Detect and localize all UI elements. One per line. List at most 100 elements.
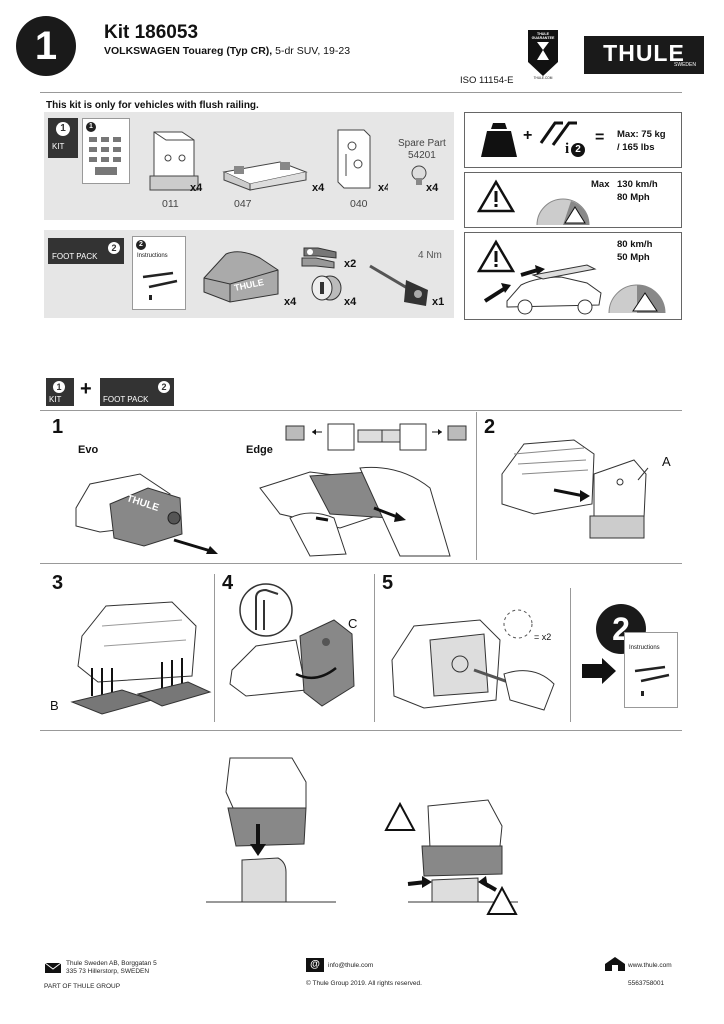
- weight-icon: [481, 123, 517, 157]
- roof-bars-icon: [539, 121, 577, 146]
- header-divider: [40, 92, 682, 93]
- kit-doc-number: 1: [86, 122, 96, 132]
- step-divider-4-5: [374, 574, 375, 722]
- spare-part-label: Spare Part: [398, 138, 446, 149]
- kit-instruction-doc: 1: [82, 118, 130, 184]
- speedometer-icon: [536, 198, 590, 226]
- next-instruction-doc: Instructions: [624, 632, 678, 708]
- foot-placement-illustration: [206, 757, 336, 903]
- max-load-kg: Max: 75 kg: [617, 129, 666, 140]
- kit-title: Kit 186053: [104, 22, 199, 43]
- next-arrow-icon: [582, 658, 616, 684]
- footpack-doc-number: 2: [136, 240, 146, 250]
- kit-contents-panel: 1 KIT 1 x4 011 x4 047 x4 040: [44, 112, 454, 220]
- step-2-part-a-label: A: [662, 454, 671, 469]
- step-5-repeat: = x2: [534, 632, 552, 642]
- loaded-speed-panel: 80 km/h 50 Mph: [464, 232, 682, 320]
- step-2-number: 2: [484, 416, 496, 438]
- copyright: © Thule Group 2019. All rights reserved.: [306, 980, 422, 987]
- key-qty: x2: [344, 258, 357, 270]
- combo-plus: +: [80, 378, 92, 400]
- torque-value: 4 Nm: [418, 250, 442, 261]
- step-5-number: 5: [382, 572, 394, 594]
- steps-divider-top: [40, 410, 682, 411]
- vehicle-line: VOLKSWAGEN Touareg (Typ CR), 5-dr SUV, 1…: [104, 45, 350, 57]
- spare-part-screw-icon: [411, 165, 427, 185]
- key-icon: [301, 247, 337, 269]
- step-3-number: 3: [52, 572, 64, 594]
- part-047-qty: x4: [312, 182, 325, 194]
- part-011-bracket-icon: [149, 131, 199, 191]
- brand-country: SWEDEN: [674, 62, 696, 68]
- iso-standard: ISO 11154-E: [460, 75, 514, 86]
- info-icon: i: [565, 141, 570, 157]
- step-3-part-b-label: B: [50, 698, 59, 713]
- speed-mph: 80 Mph: [617, 192, 650, 203]
- combo-kit-tag: 1 KIT: [46, 378, 74, 406]
- part-011-code: 011: [162, 198, 179, 210]
- step-4-number: 4: [222, 572, 234, 594]
- combo-footpack-tag: 2 FOOT PACK: [100, 378, 174, 406]
- spare-part-qty: x4: [426, 182, 439, 194]
- step-4-illustration: [229, 583, 355, 707]
- warning-icon: [477, 239, 515, 273]
- footpack-contents-panel: 2 FOOT PACK 2 Instructions THULE x4 x2 x…: [44, 230, 454, 318]
- step-1-edge-label: Edge: [246, 444, 273, 456]
- next-doc-label: Instructions: [629, 645, 660, 651]
- combo-footpack-label: FOOT PACK: [103, 395, 149, 404]
- footpack-tag-label: FOOT PACK: [52, 252, 98, 261]
- footpack-foot-icon: [203, 251, 279, 303]
- foot-alignment-illustration: [384, 799, 518, 915]
- part-011-qty: x4: [190, 182, 203, 194]
- warning-icon: [477, 179, 515, 213]
- document-number: 5563758001: [628, 980, 665, 987]
- equals-sign: =: [595, 129, 605, 146]
- spare-part-number: 54201: [408, 150, 436, 161]
- tool-qty: x1: [432, 296, 445, 308]
- step-3-illustration: [70, 601, 212, 715]
- steps-divider-bottom: [40, 730, 682, 731]
- guarantee-text: THULE GUARANTEE: [531, 32, 555, 40]
- kit-tag-label: KIT: [52, 142, 65, 151]
- spare-part-panel: Spare Part 54201 x4: [388, 112, 454, 220]
- footpack-doc-label: Instructions: [137, 253, 168, 259]
- step-1-edge-detail: [285, 423, 467, 451]
- contact-email[interactable]: info@thule.com: [328, 962, 374, 969]
- company-address: 335 73 Hillerstorp, SWEDEN: [66, 968, 150, 975]
- at-icon: @: [306, 958, 324, 972]
- vehicle-detail: 5-dr SUV, 19-23: [275, 45, 351, 57]
- mail-icon: [44, 962, 62, 973]
- steps-divider-middle: [40, 563, 682, 564]
- kit-tag-number: 1: [56, 122, 70, 136]
- website[interactable]: www.thule.com: [628, 962, 672, 969]
- step-1-evo-label: Evo: [78, 444, 99, 456]
- lock-cylinder-icon: [311, 275, 342, 301]
- step-number-badge: 1: [16, 16, 76, 76]
- guarantee-badge: THULE GUARANTEE THULE.COM: [526, 28, 560, 80]
- part-047-pad-icon: [222, 161, 308, 191]
- part-040-plate-icon: [337, 129, 371, 189]
- speed-kmh: 130 km/h: [617, 179, 658, 190]
- loaded-speed-mph: 50 Mph: [617, 252, 650, 263]
- max-load-lbs: / 165 lbs: [617, 142, 655, 153]
- part-047-code: 047: [234, 198, 252, 210]
- footpack-foot-qty: x4: [284, 296, 297, 308]
- step-2-illustration: [501, 439, 649, 539]
- combo-kit-label: KIT: [49, 395, 62, 404]
- step-1-number: 1: [52, 416, 64, 438]
- loaded-speed-kmh: 80 km/h: [617, 239, 653, 250]
- plus-sign: +: [523, 127, 533, 144]
- torque-tool-icon: [369, 264, 428, 306]
- part-040-code: 040: [350, 198, 368, 210]
- step-divider-5-next: [570, 588, 571, 722]
- thule-logo: THULE SWEDEN: [584, 36, 704, 74]
- step-divider-1-2: [476, 412, 477, 560]
- footpack-tag: 2 FOOT PACK: [48, 238, 124, 264]
- combo-kit-number: 1: [53, 381, 65, 393]
- brand-name: THULE: [603, 40, 685, 66]
- flush-railing-notice: This kit is only for vehicles with flush…: [46, 100, 259, 111]
- car-with-load-icon: [483, 264, 602, 315]
- max-load-panel: + i 2 = Max: 75 kg / 165 lbs: [464, 112, 682, 168]
- max-speed-panel: Max 130 km/h 80 Mph: [464, 172, 682, 228]
- guarantee-url: THULE.COM: [533, 76, 553, 80]
